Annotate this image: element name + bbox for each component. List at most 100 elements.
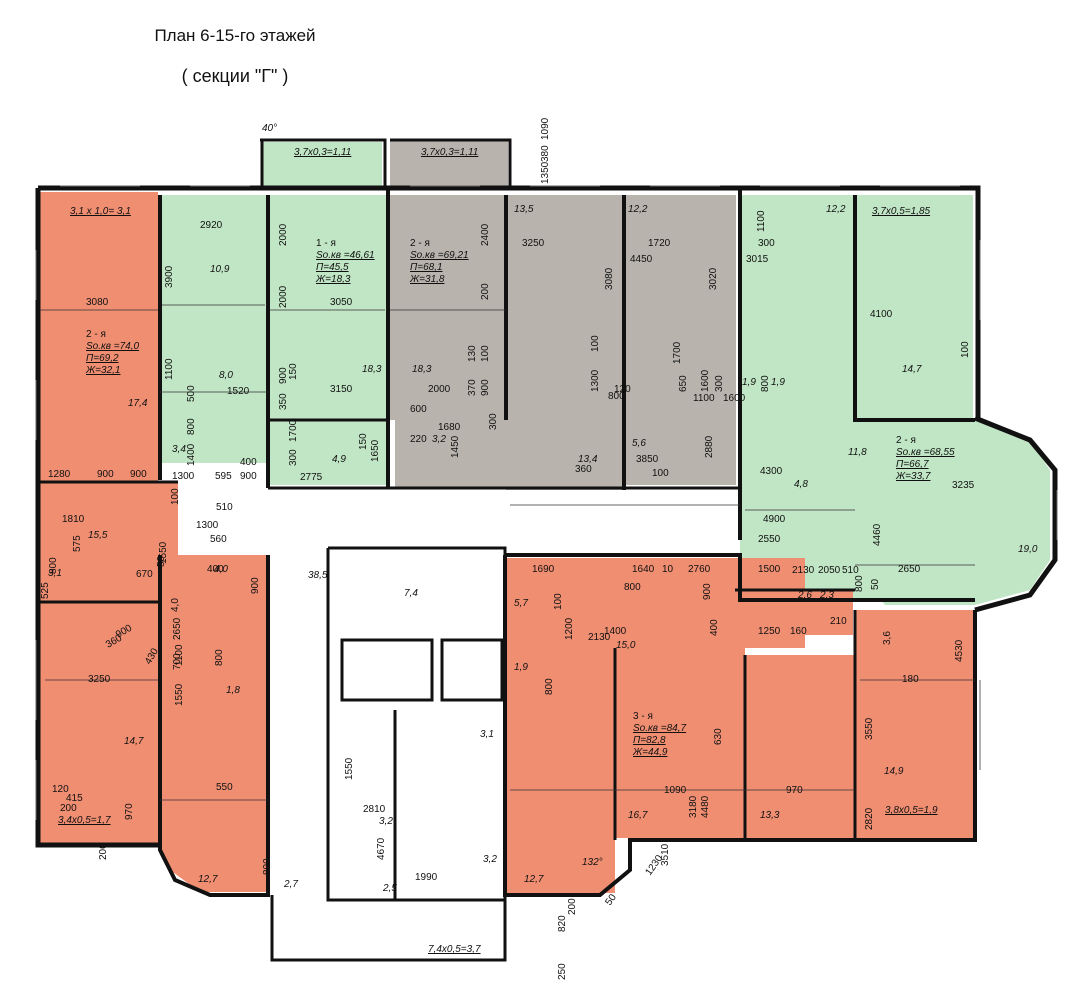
dimension-label: 150 [358,433,369,450]
room-area-label: 1,9 [514,662,528,673]
room-n-kitchen[interactable] [624,195,736,485]
dimension-label: 1300 [172,471,195,482]
room-n-hall[interactable] [395,420,625,488]
balcony-label: 3,1 х 1,0= 3,1 [70,206,131,217]
room-area-label: 19,0 [1018,544,1038,555]
dimension-label: 3020 [708,267,719,290]
dimension-label: 1500 [758,564,781,575]
room-s-hall[interactable] [505,558,615,703]
room-n-living[interactable] [388,195,506,420]
apt-s-3-zh: Ж=44,9 [632,747,668,758]
room-nw-bath[interactable] [268,420,388,485]
room-ne-kitchen[interactable] [740,195,858,485]
balcony-label: 3,4х0,5=1,7 [58,815,111,826]
dimension-label: 900 [130,469,147,480]
angle-label: 132° [582,857,603,868]
dimension-label: 800 [608,391,625,402]
dimension-label: 2130 [588,632,611,643]
room-area-label: 15,0 [616,640,636,651]
room-ne-bedroom[interactable] [850,418,1050,605]
dimension-label: 650 [678,375,689,392]
dimension-label: 550 [216,782,233,793]
dimension-label: 1990 [415,872,438,883]
balcony-label: 3,7х0,3=1,11 [421,147,478,158]
room-area-label: 7,4 [404,588,418,599]
balcony-label: 3,7х0,3=1,11 [294,147,351,158]
dimension-label: 3015 [746,254,769,265]
dimension-label: 50 [603,892,619,908]
apt-s-3-so: Sо.кв =84,7 [633,723,686,734]
dimension-label: 360 [575,464,592,475]
dimension-label: 1690 [532,564,555,575]
room-s-living[interactable] [615,648,745,838]
room-s-bedroom1[interactable] [745,655,857,838]
dimension-label: 4100 [870,309,893,320]
apt-n-2-type: 2 - я [410,238,430,249]
dimension-label: 800 [186,418,197,435]
apartment-specs: 2 - я Sо.кв =74,0 П=69,2 Ж=32,1 1 - я Sо… [85,238,955,758]
dimension-label: 1550 [174,683,185,706]
dimension-label: 2000 [428,384,451,395]
dimension-label: 1090 [664,785,687,796]
dimension-label: 100 [590,335,601,352]
dimension-label: 800 [854,575,865,592]
room-nw-kitchen[interactable] [160,195,268,463]
dimension-label: 3080 [604,267,615,290]
apt-nw-1-p: П=45,5 [316,262,349,273]
apt-s-3-p: П=82,8 [633,735,666,746]
room-area-label: 3,1 [48,568,62,579]
dimension-label: 1280 [48,469,71,480]
room-s-storage[interactable] [735,590,853,635]
dimension-label: 1090 [540,117,551,140]
balcony-label: 3,8х0,5=1,9 [885,805,938,816]
room-area-label: 5,7 [514,598,528,609]
dimension-label: 510 [842,565,859,576]
dimension-label: 3235 [952,480,975,491]
dimension-label: 1300 [590,369,601,392]
apt-nw-1-type: 1 - я [316,238,336,249]
room-area-label: 4,9 [332,454,346,465]
room-nw-living[interactable] [268,195,388,420]
room-area-label: 3,4 [172,444,186,455]
room-area-label: 13,4 [578,454,598,465]
room-area-label: 5,6 [632,438,646,449]
room-nw-balcony[interactable] [262,142,382,187]
balcony-label: 3,7х0,5=1,85 [872,206,931,217]
dimension-label: 2650 [172,617,183,640]
dimension-label: 4530 [954,639,965,662]
room-area-label: 12,2 [826,204,846,215]
dimension-label: 1600 [723,393,746,404]
dimension-label: 100 [553,593,564,610]
dimension-label: 510 [216,502,233,513]
dimension-lines [40,304,975,801]
dimension-label: 250 [557,963,568,980]
dimension-label: 2550 [758,534,781,545]
dimension-label: 525 [40,582,51,599]
dimension-label: 200 [567,898,578,915]
room-west-living[interactable] [38,192,158,482]
room-west-corridor[interactable] [38,482,178,602]
room-s-bedroom2[interactable] [855,610,973,838]
room-s-kitchen[interactable] [505,703,615,893]
plan-title: План 6-15-го этажей [154,26,316,45]
dimension-label: 900 [240,471,257,482]
dimension-label: 1100 [756,210,767,232]
room-sw-hall[interactable] [158,555,268,715]
dimension-label: 2000 [278,223,289,246]
room-area-label: 11,8 [848,447,867,458]
room-n-balcony[interactable] [390,140,508,187]
dimension-label: 415 [66,793,83,804]
room-west-bedroom[interactable] [38,602,160,844]
room-area-label: 15,5 [88,530,108,541]
room-area-label: 1,9 [771,377,785,388]
room-sw-bedroom[interactable] [158,715,268,892]
dimension-label: 900 [250,577,261,594]
dimension-label: 4,0 [170,598,181,612]
room-ne-living[interactable] [855,195,973,420]
dimension-label: 1700 [288,419,299,442]
dimension-label: 4900 [763,514,786,525]
dimension-label: 220 [410,434,427,445]
dimension-label: 900 [97,469,114,480]
